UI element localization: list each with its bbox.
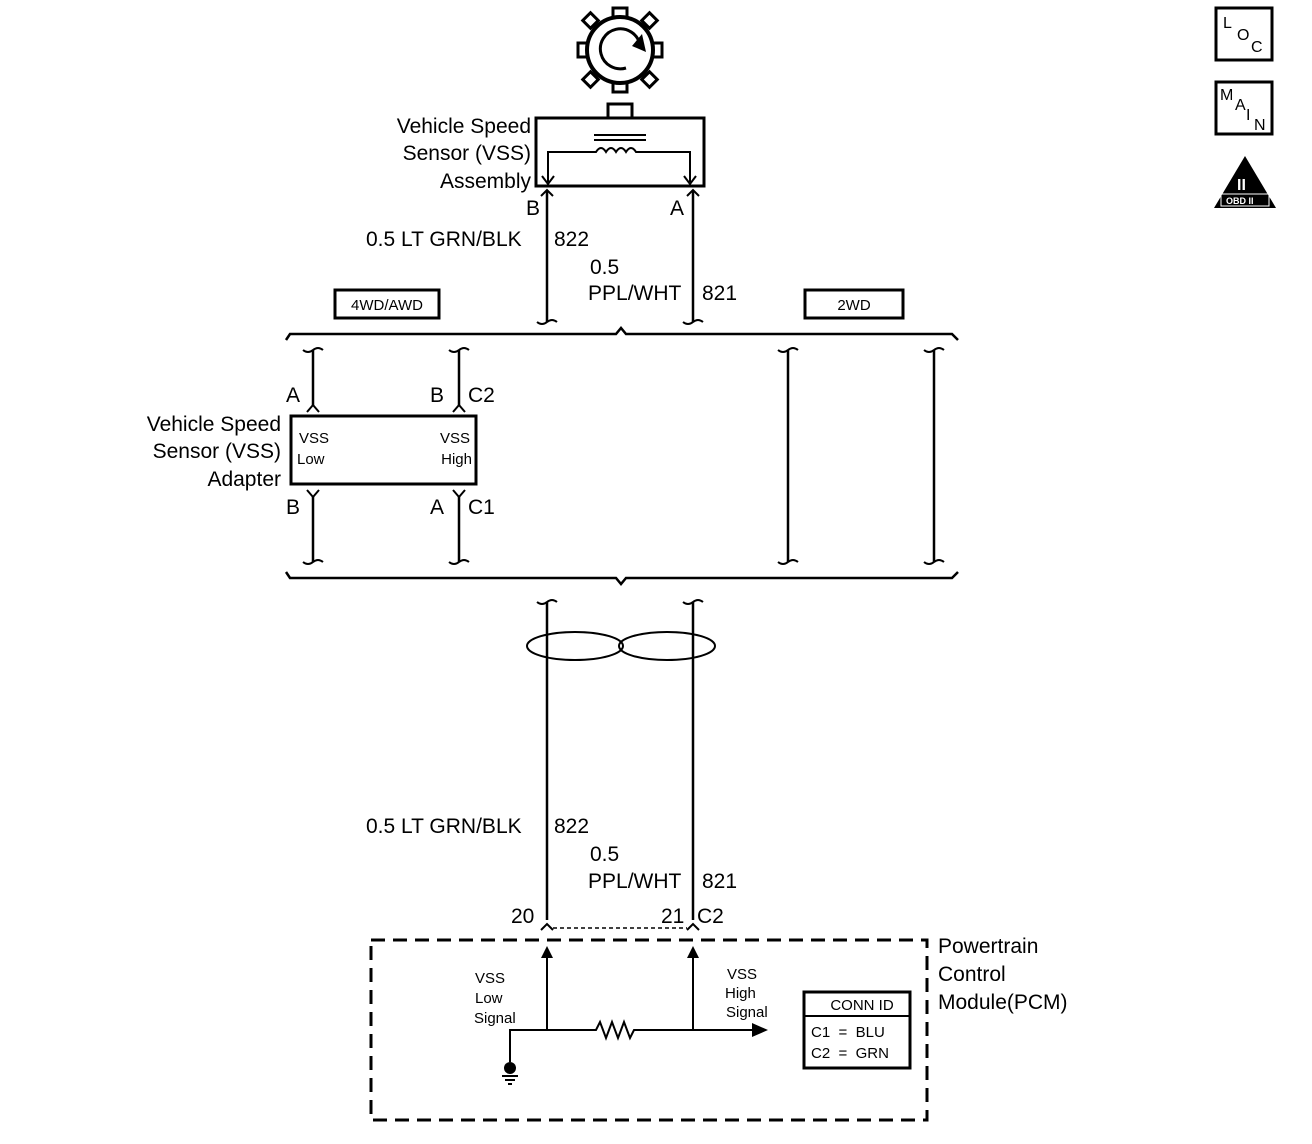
main-letter-n: N [1254, 117, 1266, 134]
adapter-pin-bottom-a: A [430, 496, 444, 519]
pcm-pin-20: 20 [511, 905, 534, 928]
conn-id-row-c1: C1 = BLU [811, 1024, 885, 1041]
wire-bottom-low-label: 0.5 LT GRN/BLK [366, 815, 522, 838]
main-letter-a: A [1235, 97, 1246, 114]
adapter-pin-bottom-b: B [286, 496, 300, 519]
adapter-vss-low-line1: VSS [299, 430, 329, 447]
wire-top-high-label: PPL/WHT [588, 282, 682, 305]
pcm-pin-21: 21 [661, 905, 684, 928]
wire-bottom-high-label: PPL/WHT [588, 870, 682, 893]
adapter-label-line1: Vehicle Speed [147, 413, 281, 436]
main-letter-i: I [1246, 107, 1250, 124]
wire-bottom-high-circuit: 821 [702, 870, 737, 893]
wire-bottom-high-size: 0.5 [590, 843, 619, 866]
obd-label: OBD II [1226, 196, 1254, 206]
vss-assembly-label-line2: Sensor (VSS) [403, 142, 531, 165]
adapter-vss-high-line1: VSS [440, 430, 470, 447]
loc-letter-l: L [1223, 15, 1232, 32]
wire-top-high-size: 0.5 [590, 256, 619, 279]
vss-assembly-label-line3: Assembly [440, 170, 532, 193]
pcm-low-signal-line1: VSS [475, 970, 505, 987]
option-4wd-awd: 4WD/AWD [333, 288, 441, 320]
vss-pin-b: B [526, 197, 540, 220]
adapter-conn-c2: C2 [468, 384, 495, 407]
option-brace-top [284, 326, 959, 341]
conn-id-title: CONN ID [830, 997, 894, 1014]
adapter-conn-c1: C1 [468, 496, 495, 519]
pcm-low-signal-line2: Low [475, 990, 503, 1007]
vss-assembly [534, 102, 706, 188]
vss-adapter [289, 414, 478, 486]
pcm-low-signal-line3: Signal [474, 1010, 516, 1027]
pcm-conn-c2: C2 [697, 905, 724, 928]
loc-letter-c: C [1251, 39, 1263, 56]
option-2wd-label: 2WD [837, 297, 871, 314]
pcm-label-line3: Module(PCM) [938, 991, 1068, 1014]
pcm-label-line1: Powertrain [938, 935, 1038, 958]
pcm-high-signal-line1: VSS [727, 966, 757, 983]
pcm-high-signal-line3: Signal [726, 1004, 768, 1021]
conn-id-table: CONN ID C1 = BLU C2 = GRN [802, 990, 912, 1070]
loc-letter-o: O [1237, 27, 1249, 44]
conn-id-row-c2: C2 = GRN [811, 1045, 889, 1062]
wire-top-low-label: 0.5 LT GRN/BLK [366, 228, 522, 251]
adapter-vss-high-line2: High [441, 451, 472, 468]
adapter-label-line3: Adapter [207, 468, 281, 491]
pcm-module [369, 938, 929, 1122]
adapter-pin-top-a: A [286, 384, 300, 407]
wire-top-high-circuit: 821 [702, 282, 737, 305]
vss-assembly-label-line1: Vehicle Speed [397, 115, 531, 138]
option-4wd-awd-label: 4WD/AWD [351, 297, 423, 314]
vss-pin-a: A [670, 197, 684, 220]
main-icon[interactable]: M A I N [1214, 80, 1274, 136]
ground-icon [502, 1062, 518, 1085]
pcm-resistor [509, 1019, 755, 1062]
wire-top-low-circuit: 822 [554, 228, 589, 251]
wire-bottom-low-circuit: 822 [554, 815, 589, 838]
main-letter-m: M [1220, 87, 1233, 104]
loc-icon[interactable]: L O C [1214, 6, 1274, 62]
reluctor-wheel-icon [576, 6, 664, 94]
adapter-pin-top-b: B [430, 384, 444, 407]
obd-roman-numeral: II [1237, 177, 1246, 194]
pcm-label-line2: Control [938, 963, 1006, 986]
adapter-label-line2: Sensor (VSS) [153, 440, 281, 463]
pcm-high-signal-line2: High [725, 985, 756, 1002]
twisted-pair-symbol [526, 631, 716, 661]
option-2wd: 2WD [803, 288, 905, 320]
obd-ii-icon[interactable]: II OBD II [1214, 156, 1276, 208]
adapter-vss-low-line2: Low [297, 451, 325, 468]
option-brace-bottom [284, 571, 959, 586]
